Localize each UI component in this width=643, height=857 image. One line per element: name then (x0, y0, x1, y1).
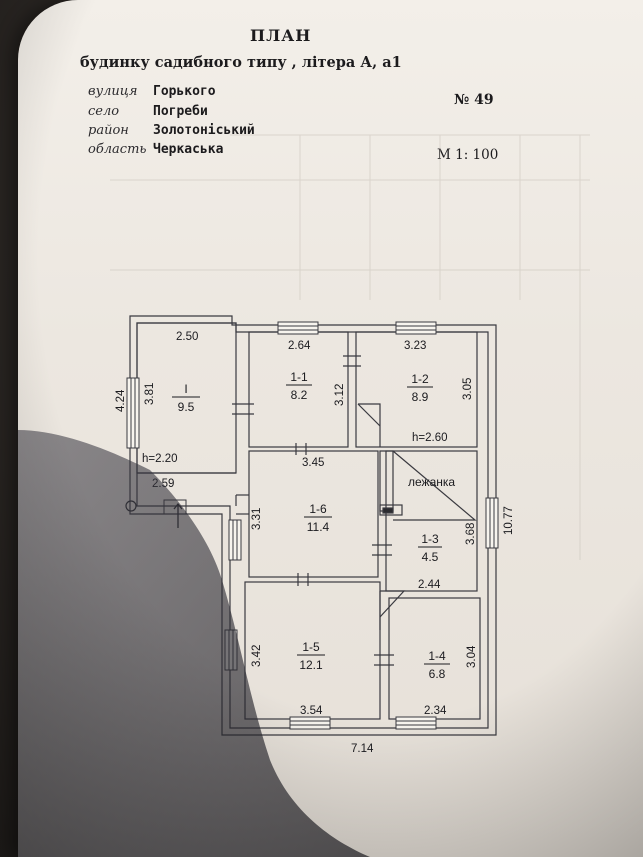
room-id: 1-1 (290, 370, 308, 384)
dimension: 2.50 (176, 331, 198, 343)
dimension: 3.68 (465, 523, 477, 545)
dimension: h=2.20 (142, 453, 178, 465)
dimension: 3.05 (462, 378, 474, 400)
dimension: 2.64 (288, 340, 311, 352)
dimension: 3.42 (251, 645, 263, 667)
room-area: 6.8 (429, 667, 446, 681)
room-area: 8.2 (291, 388, 308, 402)
dimension-labels: 2.50 4.24 3.81 h=2.20 2.59 2.64 3.12 3.2… (115, 331, 515, 755)
dimension: 2.59 (152, 478, 174, 490)
room-area: 9.5 (178, 400, 195, 414)
dimension: 4.24 (115, 389, 127, 412)
stove-label: лежанка (408, 475, 455, 489)
dimension: 2.44 (418, 579, 441, 591)
background-table-lines (110, 134, 590, 560)
room-id: 1-5 (302, 640, 320, 654)
room-labels: І 9.5 1-1 8.2 1-2 8.9 1-6 11.4 1-3 4.5 1… (172, 370, 450, 681)
dimension: 3.31 (251, 508, 263, 530)
room-area: 8.9 (412, 390, 429, 404)
room-id: І (184, 382, 187, 396)
dimension: 2.34 (424, 705, 447, 717)
room-area: 4.5 (422, 550, 439, 564)
room-id: 1-6 (309, 502, 327, 516)
dimension: 3.54 (300, 705, 323, 717)
room-id: 1-3 (421, 532, 439, 546)
downpipe-circle (125, 500, 137, 512)
room-id: 1-2 (411, 372, 429, 386)
room-area: 12.1 (299, 658, 323, 672)
dimension: 3.45 (302, 457, 324, 469)
dimension: 3.04 (466, 645, 478, 668)
room-id: 1-4 (428, 649, 446, 663)
dimension: 3.81 (144, 383, 156, 405)
dimension: 3.23 (404, 340, 426, 352)
dimension: 7.14 (351, 743, 374, 755)
dimension: 10.77 (503, 506, 515, 535)
room-area: 11.4 (307, 520, 330, 534)
dimension: h=2.60 (412, 432, 448, 444)
dimension: 3.12 (334, 384, 346, 406)
